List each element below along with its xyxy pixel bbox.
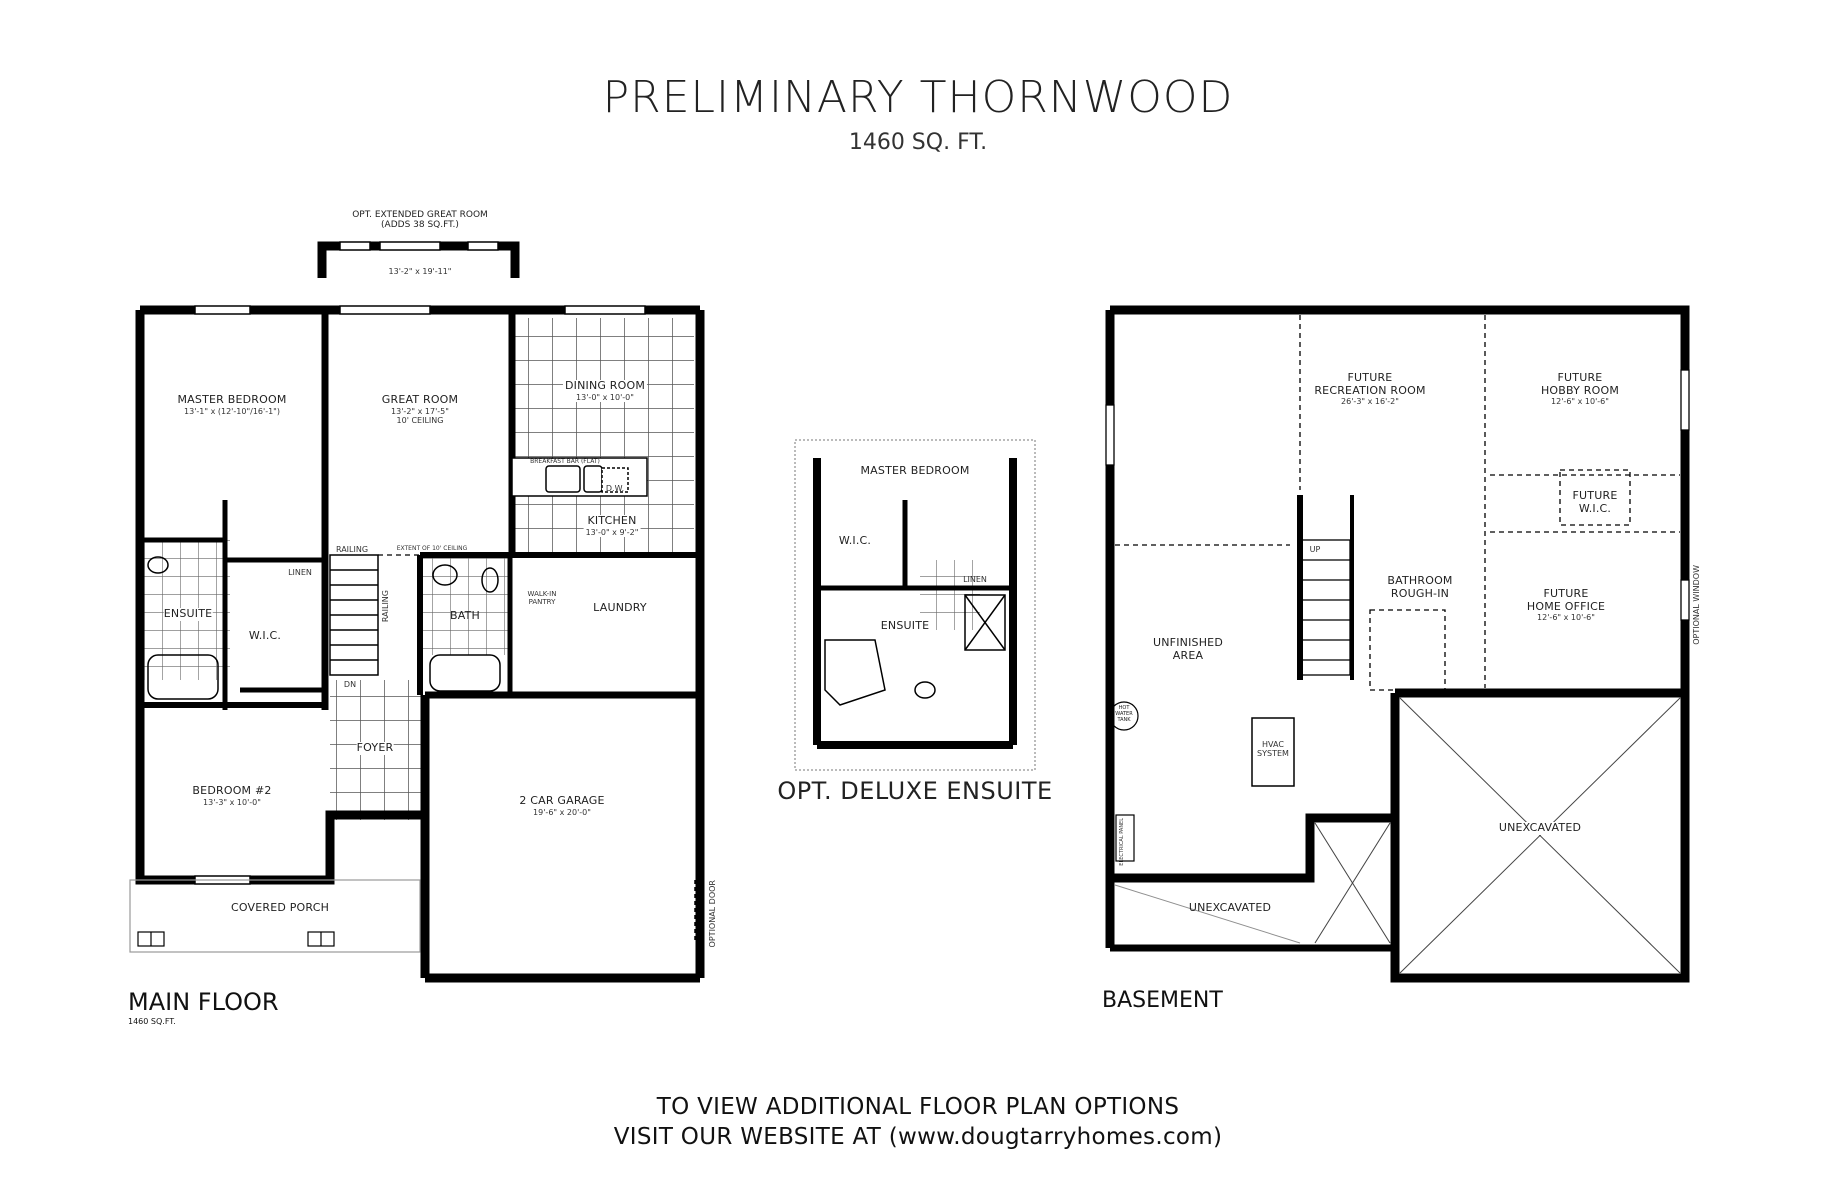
opt-extended-label: OPT. EXTENDED GREAT ROOM (ADDS 38 SQ.FT.… [352,210,488,231]
room-name-1: FUTURE [1572,489,1618,502]
room-bath: BATH [449,609,481,622]
room-name: MASTER BEDROOM [177,393,287,406]
unexcavated-right-label: UNEXCAVATED [1498,821,1582,835]
room-dims: 19'-6" x 20'-0" [533,807,591,817]
deluxe-linen: LINEN [963,575,987,584]
deluxe-wic: W.I.C. [838,534,872,547]
room-name-2: ROUGH-IN [1390,586,1450,600]
plan-sqft: 1460 SQ. FT. [848,130,988,155]
railing-side-label: RAILING [381,590,390,623]
room-name-1: UNFINISHED [1153,636,1223,649]
room-dims: 13'-1" x (12'-10"/16'-1") [184,406,280,416]
room-future-home-office: FUTURE HOME OFFICE 12'-6" x 10'-6" [1526,587,1606,623]
hwt-line2: WATER [1115,710,1133,717]
room-name-2: HOME OFFICE [1526,599,1606,613]
opt-extended-line1: OPT. EXTENDED GREAT ROOM [352,210,488,220]
deluxe-ensuite-title: OPT. DELUXE ENSUITE [777,777,1053,805]
hvac-line1: HVAC [1262,740,1284,749]
room-future-recreation: FUTURE RECREATION ROOM 26'-3" x 16'-2" [1314,371,1426,407]
room-bedroom-2: BEDROOM #2 13'-3" x 10'-0" [192,784,272,807]
deluxe-master-bedroom: MASTER BEDROOM [860,464,970,477]
deluxe-ensuite-label: ENSUITE [880,619,930,633]
plan-title: PRELIMINARY THORNWOOD [602,72,1234,123]
room-note: 10' CEILING [396,415,444,425]
covered-porch-label: COVERED PORCH [230,901,330,914]
room-dims: 26'-3" x 16'-2" [1341,397,1399,407]
room-bathroom-rough-in: BATHROOM ROUGH-IN [1387,574,1453,600]
room-name: KITCHEN [587,514,637,527]
room-wic: W.I.C. [248,629,282,642]
room-ensuite: ENSUITE [163,607,213,621]
room-laundry: LAUNDRY [593,601,647,614]
electrical-panel-label: ELECTRICAL PANEL [1119,818,1125,866]
hvac-line2: SYSTEM [1257,749,1289,759]
room-name: GREAT ROOM [381,393,459,406]
room-name-1: FUTURE [1543,587,1589,600]
basement-title: BASEMENT [1102,988,1223,1013]
hvac-label: HVAC SYSTEM [1257,740,1289,758]
room-kitchen: KITCHEN 13'-0" x 9'-2" [583,514,641,537]
unexcavated-left-label: UNEXCAVATED [1188,901,1272,914]
room-name-1: BATHROOM [1387,574,1453,587]
room-garage: 2 CAR GARAGE 19'-6" x 20'-0" [519,794,605,817]
hwt-line1: HOT [1118,705,1130,711]
opt-extended-dims: 13'-2" x 19'-11" [388,267,452,276]
room-name-2: W.I.C. [1578,501,1612,515]
main-floor-sqft: 1460 SQ.FT. [128,1017,176,1026]
room-dims: 13'-3" x 10'-0" [203,797,261,807]
optional-door-label: OPTIONAL DOOR [708,880,717,948]
room-dims: 12'-6" x 10'-6" [1551,397,1609,407]
main-floor-plan [129,241,705,983]
room-dining-room: DINING ROOM 13'-0" x 10'-0" [562,379,648,402]
room-foyer: FOYER [356,741,394,755]
linen-label: LINEN [288,568,312,577]
stairs-down-label: DN [343,680,357,689]
room-great-room: GREAT ROOM 13'-2" x 17'-5" 10' CEILING [381,393,459,425]
footer-line-1: TO VIEW ADDITIONAL FLOOR PLAN OPTIONS [656,1094,1180,1120]
room-name-2: RECREATION ROOM [1314,383,1426,397]
footer-website[interactable]: VISIT OUR WEBSITE AT (www.dougtarryhomes… [613,1124,1223,1150]
optional-window-label: OPTIONAL WINDOW [1692,565,1701,645]
deluxe-ensuite-plan [794,439,1036,771]
room-dims: 13'-0" x 10'-0" [576,392,634,402]
room-dims: 13'-0" x 9'-2" [585,527,639,537]
stairs-up-label: UP [1309,545,1321,554]
room-name-2: AREA [1172,648,1204,662]
room-name-2: HOBBY ROOM [1540,383,1620,397]
basement-plan [1105,305,1690,983]
room-name: 2 CAR GARAGE [519,794,605,807]
walk-in-pantry-label: WALK-IN PANTRY [527,590,557,607]
railing-label: RAILING [335,545,369,554]
main-floor-title: MAIN FLOOR [128,988,279,1016]
ceiling-extent-label: EXTENT OF 10' CEILING [396,545,468,552]
opt-extended-line2: (ADDS 38 SQ.FT.) [381,220,459,231]
room-master-bedroom: MASTER BEDROOM 13'-1" x (12'-10"/16'-1") [177,393,287,416]
breakfast-bar-label: BREAKFAST BAR (FLAT) [530,458,600,465]
room-name-1: FUTURE [1347,371,1393,384]
hot-water-tank-label: HOT WATER TANK [1115,705,1133,723]
room-unfinished-area: UNFINISHED AREA [1153,636,1223,662]
room-name: DINING ROOM [564,379,646,392]
room-future-hobby: FUTURE HOBBY ROOM 12'-6" x 10'-6" [1540,371,1620,407]
hwt-line3: TANK [1117,716,1131,723]
room-dims: 13'-2" x 17'-5" [391,406,449,416]
room-dims: 12'-6" x 10'-6" [1537,613,1595,623]
room-name: BEDROOM #2 [192,784,272,797]
dishwasher-label: D.W. [605,484,625,493]
room-future-wic: FUTURE W.I.C. [1572,489,1618,515]
room-name-1: FUTURE [1557,371,1603,384]
